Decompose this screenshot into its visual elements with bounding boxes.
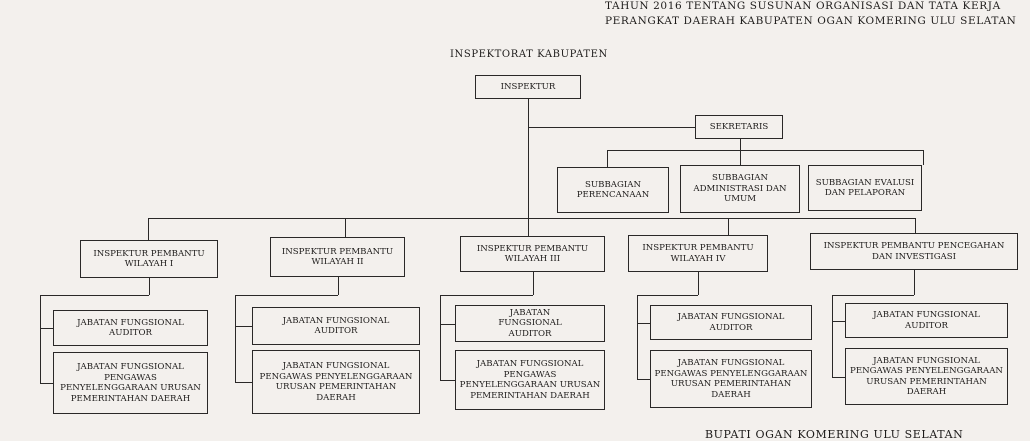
- connector: [528, 127, 695, 128]
- jabatan-auditor-box: JABATAN FUNGSIONAL AUDITOR: [650, 305, 812, 340]
- footer-signature: BUPATI OGAN KOMERING ULU SELATAN: [705, 428, 964, 441]
- connector: [148, 218, 916, 219]
- inspektur-pembantu-box: INSPEKTUR PEMBANTU WILAYAH II: [270, 237, 405, 277]
- inspektur-pembantu-box: INSPEKTUR PEMBANTU WILAYAH IV: [628, 235, 768, 272]
- connector: [607, 150, 924, 151]
- connector: [637, 322, 650, 324]
- connector: [337, 277, 339, 295]
- connector: [40, 383, 53, 384]
- connector: [40, 328, 53, 329]
- connector: [235, 382, 252, 383]
- inspektur-pembantu-box: INSPEKTUR PEMBANTU PENCEGAHAN DAN INVEST…: [810, 233, 1018, 270]
- connector: [528, 218, 529, 236]
- connector: [728, 218, 729, 235]
- connector: [914, 270, 915, 295]
- jabatan-auditor-box: JABATAN FUNGSIONAL AUDITOR: [455, 305, 605, 342]
- connector: [923, 150, 924, 165]
- jabatan-pengawas-box: JABATAN FUNGSIONAL PENGAWAS PENYELENGGAR…: [252, 350, 420, 414]
- connector: [440, 295, 533, 296]
- connector: [149, 278, 150, 295]
- connector: [528, 99, 529, 219]
- jabatan-auditor-box: JABATAN FUNGSIONAL AUDITOR: [252, 307, 420, 345]
- subbagian-evaluasi-box: SUBBAGIAN EVALUSI DAN PELAPORAN: [808, 165, 922, 211]
- chart-title: INSPEKTORAT KABUPATEN: [450, 49, 608, 60]
- sekretaris-box: SEKRETARIS: [695, 115, 783, 139]
- inspektur-box: INSPEKTUR: [475, 75, 581, 99]
- connector: [235, 295, 338, 296]
- jabatan-auditor-box: JABATAN FUNGSIONAL AUDITOR: [845, 303, 1008, 338]
- connector: [345, 218, 346, 237]
- connector: [637, 295, 698, 296]
- subbagian-administrasi-box: SUBBAGIAN ADMINISTRASI DAN UMUM: [680, 165, 800, 213]
- connector: [532, 272, 534, 295]
- header-line-1: TAHUN 2016 TENTANG SUSUNAN ORGANISASI DA…: [605, 0, 1001, 12]
- connector: [440, 380, 455, 381]
- connector: [915, 218, 916, 233]
- jabatan-auditor-box: JABATAN FUNGSIONAL AUDITOR: [53, 310, 208, 346]
- connector: [740, 150, 741, 165]
- connector: [440, 295, 441, 380]
- connector: [40, 295, 41, 383]
- inspektur-pembantu-box: INSPEKTUR PEMBANTU WILAYAH I: [80, 240, 218, 278]
- inspektur-pembantu-box: INSPEKTUR PEMBANTU WILAYAH III: [460, 236, 605, 272]
- jabatan-pengawas-box: JABATAN FUNGSIONAL PENGAWAS PENYELENGGAR…: [53, 352, 208, 414]
- connector: [637, 295, 638, 379]
- connector: [740, 139, 741, 151]
- connector: [148, 218, 149, 240]
- header-line-2: PERANGKAT DAERAH KABUPATEN OGAN KOMERING…: [605, 15, 1017, 27]
- subbagian-perencanaan-box: SUBBAGIAN PERENCANAAN: [557, 167, 669, 213]
- connector: [637, 379, 650, 380]
- connector: [440, 323, 455, 325]
- connector: [832, 295, 914, 296]
- connector: [832, 320, 845, 322]
- jabatan-pengawas-box: JABATAN FUNGSIONAL PENGAWAS PENYELENGGAR…: [650, 350, 812, 408]
- connector: [832, 376, 845, 378]
- connector: [607, 150, 608, 167]
- connector: [832, 295, 833, 377]
- connector: [235, 295, 236, 382]
- connector: [235, 326, 252, 327]
- connector: [40, 295, 149, 296]
- jabatan-pengawas-box: JABATAN FUNGSIONAL PENGAWAS PENYELENGGAR…: [455, 350, 605, 410]
- jabatan-pengawas-box: JABATAN FUNGSIONAL PENGAWAS PENYELENGGAR…: [845, 348, 1008, 405]
- connector: [698, 272, 699, 295]
